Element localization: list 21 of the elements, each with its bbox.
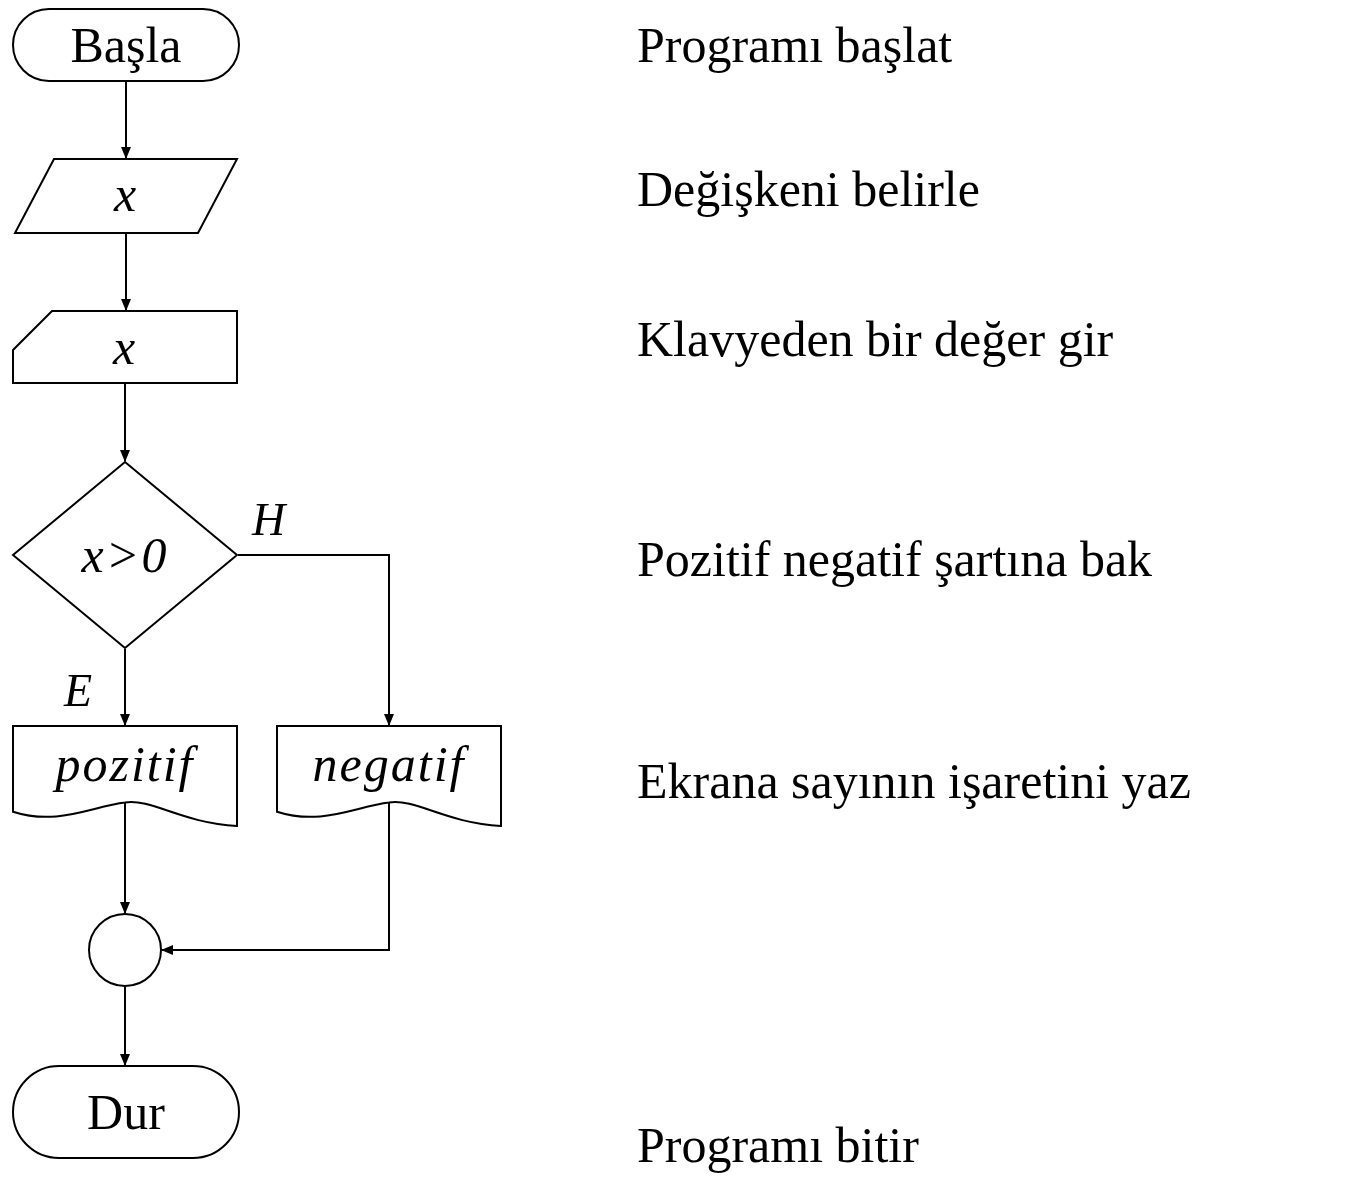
arrow [161,801,390,955]
condition-text: x>0 [81,526,169,584]
arrow [237,554,394,726]
node-text: Dur [87,1083,165,1141]
arrow [120,986,130,1066]
arrow [120,648,130,726]
node-text: Başla [70,16,182,74]
start-terminal [12,8,240,82]
node-text: x [113,165,139,223]
arrow [120,383,130,462]
connector-circle [88,913,162,987]
arrow [120,801,130,914]
arrow [121,233,131,311]
document-shape [276,725,502,827]
data-parallelogram [14,158,238,234]
node-text: x [112,318,138,376]
arrow [121,81,131,159]
decision-diamond [12,461,238,649]
document-shape [12,725,238,827]
manual-input-box [12,310,238,384]
end-terminal [12,1065,240,1159]
